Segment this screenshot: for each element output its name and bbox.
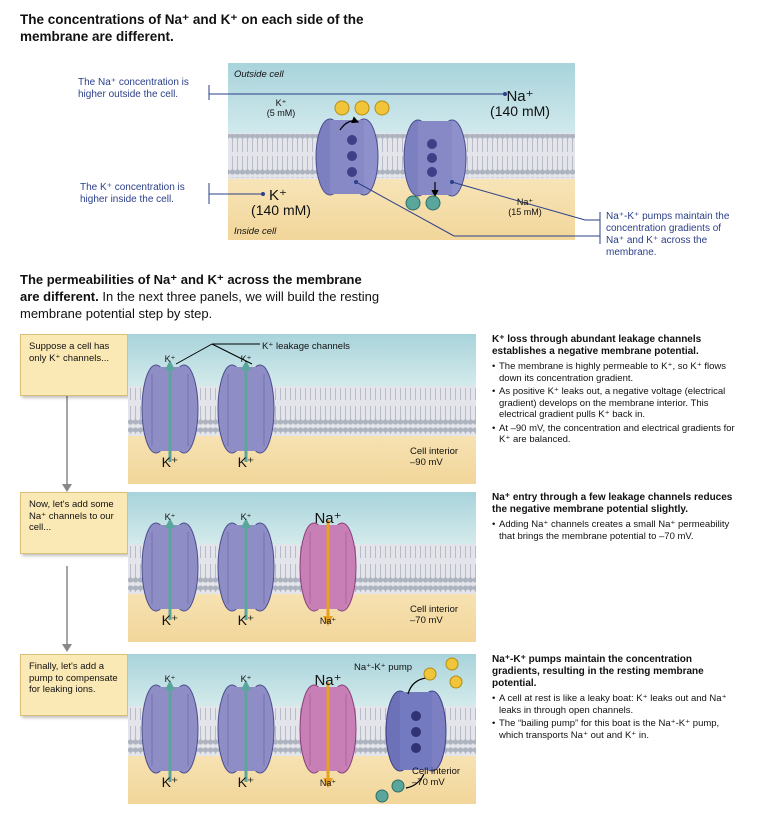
membrane-voltage: –90 mV [410,457,443,468]
na-ion-label-top: Na⁺ [314,510,342,527]
k-ion-label-top: K⁺ [240,512,252,522]
membrane-panel [128,334,476,484]
inside-cell-label: Inside cell [234,226,277,237]
na-inside-conc: (15 mM) [508,207,542,217]
k-leakage-channel [141,518,199,620]
k-ion-label-top: K⁺ [164,512,176,522]
heading-concentrations: The concentrations of Na⁺ and K⁺ on each… [20,12,364,44]
na-leakage-channel [299,682,357,788]
k-ion [425,195,441,211]
k-ion-label-bottom: K⁺ [237,774,255,790]
note-pump: Na⁺-K⁺ pumps maintain the concentration … [606,211,730,258]
na-inside-label: Na⁺ [516,197,534,207]
k-inside-label: K⁺ [269,187,287,204]
concentration-diagram [208,63,601,244]
na-outside-conc: (140 mM) [490,103,550,119]
panel-description: Na⁺-K⁺ pumps maintain the concentration … [492,654,742,743]
pump-label: Na⁺-K⁺ pump [354,662,413,673]
description-title: Na⁺-K⁺ pumps maintain the concentration … [492,654,704,689]
description-bullet: Adding Na⁺ channels creates a small Na⁺ … [492,519,742,542]
description-title: Na⁺ entry through a few leakage channels… [492,492,733,515]
membrane-voltage: –70 mV [410,615,443,626]
leakage-label-lines [175,343,260,365]
pump-protein [403,119,467,198]
note-k-concentration: The K⁺ concentration is higher inside th… [80,182,185,205]
description-bullet: The “bailing pump” for this boat is the … [492,718,742,741]
membrane-voltage: –70 mV [412,777,445,788]
k-ion-label-top: K⁺ [164,674,176,684]
k-leakage-channels-label: K⁺ leakage channels [262,341,350,352]
k-ion-label-bottom: K⁺ [161,612,179,628]
sticky-note: Now, let's add some Na⁺ channels to our … [20,492,128,554]
na-ion-label-bottom: Na⁺ [319,616,337,626]
k-leakage-channel [141,360,199,462]
note-na-concentration: The Na⁺ concentration is higher outside … [78,77,189,100]
k-leakage-channel [217,518,275,620]
cell-interior-label: Cell interior [410,604,459,615]
k-ion-label-bottom: K⁺ [237,612,255,628]
channel-protein [315,116,379,196]
cell-interior-label: Cell interior [412,766,461,777]
k-inside-conc: (140 mM) [251,202,311,218]
na-ion-label-top: Na⁺ [314,672,342,689]
k-ion-label-top: K⁺ [164,354,176,364]
k-leakage-channel [217,680,275,782]
description-bullet: The membrane is highly permeable to K⁺, … [492,361,742,384]
membrane-panel [128,492,476,642]
na-ion [334,100,350,116]
na-outside-label: Na⁺ [506,88,534,105]
k-leakage-channel [217,360,275,462]
panel-description: K⁺ loss through abundant leakage channel… [492,334,742,448]
k-outside-label: K⁺ [275,98,287,108]
cell-interior-voltage: Cell interior–70 mV [412,766,474,788]
description-bullet: As positive K⁺ leaks out, a negative vol… [492,386,742,421]
sticky-note: Suppose a cell has only K⁺ channels... [20,334,128,396]
cell-interior-voltage: Cell interior–90 mV [410,446,472,468]
cell-interior-voltage: Cell interior–70 mV [410,604,472,626]
heading-permeabilities: The permeabilities of Na⁺ and K⁺ across … [20,272,380,321]
outside-cell-label: Outside cell [234,69,284,80]
membrane [228,134,575,178]
na-k-pump [375,657,463,803]
panel-description: Na⁺ entry through a few leakage channels… [492,492,742,544]
cell-interior-label: Cell interior [410,446,459,457]
k-ion-label-bottom: K⁺ [237,454,255,470]
membrane-panel [128,654,476,804]
na-leakage-channel [299,520,357,626]
na-ion [374,100,390,116]
k-ion-label-bottom: K⁺ [161,774,179,790]
description-bullet: A cell at rest is like a leaky boat: K⁺ … [492,693,742,716]
description-title: K⁺ loss through abundant leakage channel… [492,334,702,357]
na-ion-label-bottom: Na⁺ [319,778,337,788]
k-ion-label-top: K⁺ [240,674,252,684]
k-leakage-channel [141,680,199,782]
k-outside-conc: (5 mM) [266,108,296,118]
k-ion [405,195,421,211]
sticky-note: Finally, let's add a pump to compensate … [20,654,128,716]
k-ion-label-bottom: K⁺ [161,454,179,470]
k-ion-label-top: K⁺ [240,354,252,364]
na-ion [354,100,370,116]
description-bullet: At –90 mV, the concentration and electri… [492,423,742,446]
